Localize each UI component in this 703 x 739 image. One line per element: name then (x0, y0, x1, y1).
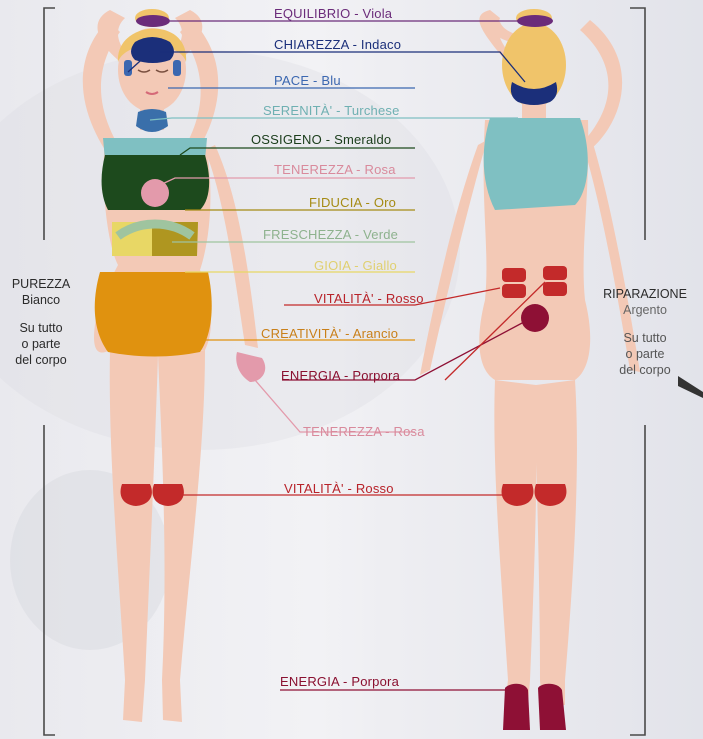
label-equilibrio: EQUILIBRIO - Viola (274, 6, 392, 22)
label-pace: PACE - Blu (274, 73, 341, 89)
front-left-leg (110, 350, 158, 722)
label-chiarezza: CHIAREZZA - Indaco (274, 37, 401, 53)
right-side-note: Su tutto (596, 330, 694, 346)
left-side-subtitle: Bianco (6, 292, 76, 308)
zone-porpora-sacrum (521, 304, 549, 332)
label-fiducia: FIDUCIA - Oro (309, 195, 396, 211)
zone-blu-ear (173, 60, 181, 76)
back-right-leg (536, 380, 577, 705)
zone-blu-throat (136, 109, 168, 132)
left-side-note: o parte (6, 336, 76, 352)
zone-rosso-kidney (502, 268, 526, 282)
zone-turchese-back (484, 118, 588, 210)
zone-rosso-kidney (543, 266, 567, 280)
zone-rosso-kidney (502, 284, 526, 298)
label-energia-mid: ENERGIA - Porpora (281, 368, 400, 384)
left-side-note: Su tutto (6, 320, 76, 336)
label-creativita: CREATIVITÀ' - Arancio (261, 326, 398, 342)
zone-porpora-foot (538, 684, 566, 730)
front-right-leg (158, 350, 205, 722)
bracket-right-bottom (630, 425, 645, 735)
left-side-title: PUREZZA (6, 276, 76, 292)
corner-arrow-icon (678, 376, 703, 398)
label-energia-feet: ENERGIA - Porpora (280, 674, 399, 690)
label-gioia: GIOIA - Giallo (314, 258, 397, 274)
right-side-note: del corpo (596, 362, 694, 378)
label-vitalita-knee: VITALITÀ' - Rosso (284, 481, 394, 497)
zone-porpora-foot (503, 684, 530, 730)
right-side-label: RIPARAZIONE Argento Su tutto o parte del… (596, 286, 694, 378)
zone-viola-crown (136, 15, 170, 27)
back-left-leg (494, 380, 536, 705)
zone-viola-crown-back (517, 15, 553, 27)
right-side-title: RIPARAZIONE (596, 286, 694, 302)
label-tenerezza-hand: TENEREZZA - Rosa (303, 424, 425, 440)
left-side-note: del corpo (6, 352, 76, 368)
zone-rosso-kidney (543, 282, 567, 296)
label-ossigeno: OSSIGENO - Smeraldo (251, 132, 391, 148)
bracket-right-top (630, 8, 645, 240)
zone-arancio-pelvis (95, 272, 212, 357)
left-side-label: PUREZZA Bianco Su tutto o parte del corp… (6, 276, 76, 368)
right-side-note: o parte (596, 346, 694, 362)
label-tenerezza-chest: TENEREZZA - Rosa (274, 162, 396, 178)
label-vitalita-back: VITALITÀ' - Rosso (314, 291, 424, 307)
label-freschezza: FRESCHEZZA - Verde (263, 227, 398, 243)
zone-indaco-forehead (131, 37, 174, 63)
right-side-subtitle: Argento (596, 302, 694, 318)
label-serenita: SERENITÀ' - Turchese (263, 103, 400, 119)
zone-blu-ear (124, 60, 132, 76)
